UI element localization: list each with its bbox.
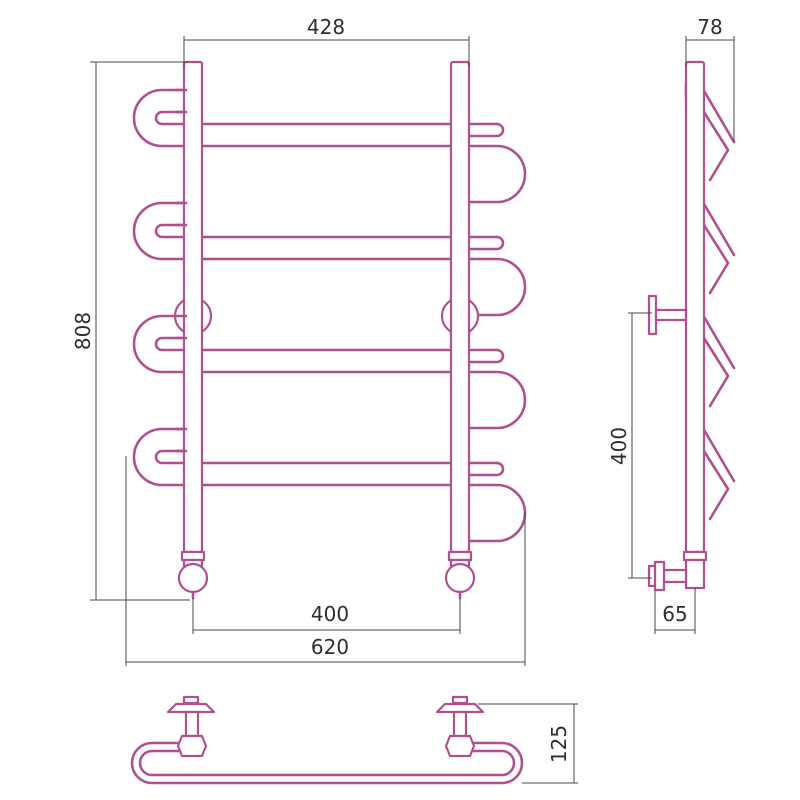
dim-bottom-depth: 125 (478, 703, 578, 784)
dim-side-wall-offset-label: 65 (662, 602, 687, 626)
collector-left (182, 60, 204, 554)
bottom-view: 125 (130, 695, 578, 785)
dim-side-wall-offset: 65 (654, 588, 696, 634)
dim-connection-distance-label: 400 (311, 602, 349, 626)
bottom-tube-loop (130, 741, 524, 785)
valve-right (444, 550, 476, 600)
dim-bottom-depth-label: 125 (547, 725, 571, 763)
dim-connection-distance: 400 (192, 598, 461, 634)
dim-side-depth: 78 (685, 15, 735, 142)
dim-overall-width: 620 (125, 456, 526, 666)
dim-overall-width-label: 620 (311, 635, 349, 659)
dim-side-connection-height-label: 400 (607, 427, 631, 465)
collector-right (449, 60, 471, 554)
dim-side-depth-label: 78 (697, 15, 722, 39)
valve-left (177, 550, 209, 600)
bottom-fitting-left (166, 695, 216, 758)
dim-top-width: 428 (183, 15, 470, 66)
side-view: 78 400 65 (607, 15, 736, 634)
side-collector (684, 60, 706, 554)
dim-height: 808 (71, 61, 190, 601)
dim-top-width-label: 428 (307, 15, 345, 39)
dim-height-label: 808 (71, 312, 95, 350)
front-view: 428 808 400 620 (71, 15, 527, 666)
side-wall-bracket (647, 294, 688, 336)
serpentine-tube (132, 88, 527, 543)
side-valve (647, 550, 708, 592)
bottom-fitting-right (435, 695, 485, 758)
dim-side-connection-height: 400 (607, 312, 652, 579)
